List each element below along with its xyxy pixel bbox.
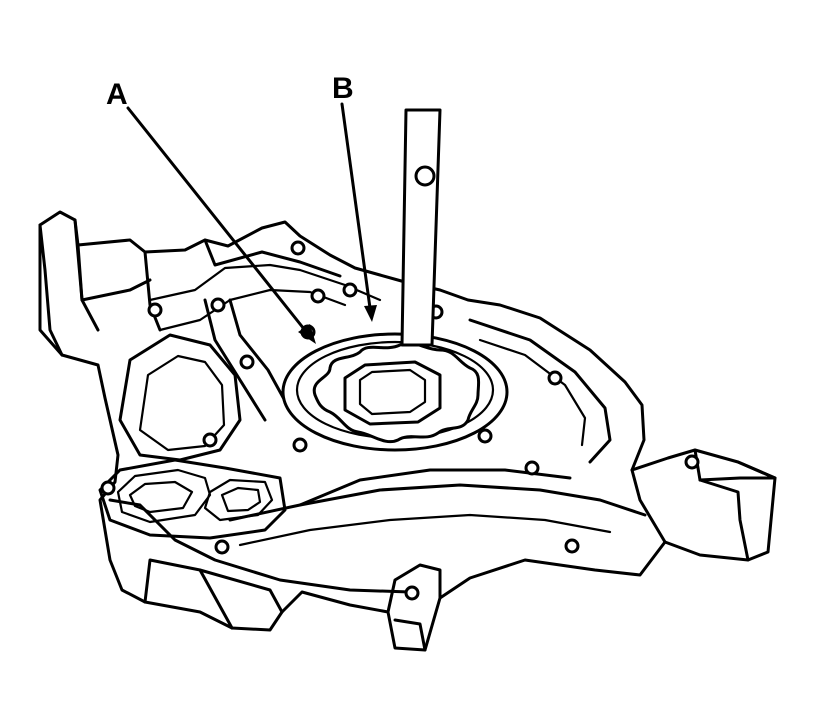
callout-leader-a xyxy=(126,106,316,344)
callout-leader-b xyxy=(340,102,377,322)
puller-tool xyxy=(400,108,442,347)
callout-label-a: A xyxy=(106,78,128,111)
pump-rotor-assembly xyxy=(281,332,509,452)
oil-passage-ports xyxy=(98,458,287,540)
callout-label-b: B xyxy=(332,72,354,105)
